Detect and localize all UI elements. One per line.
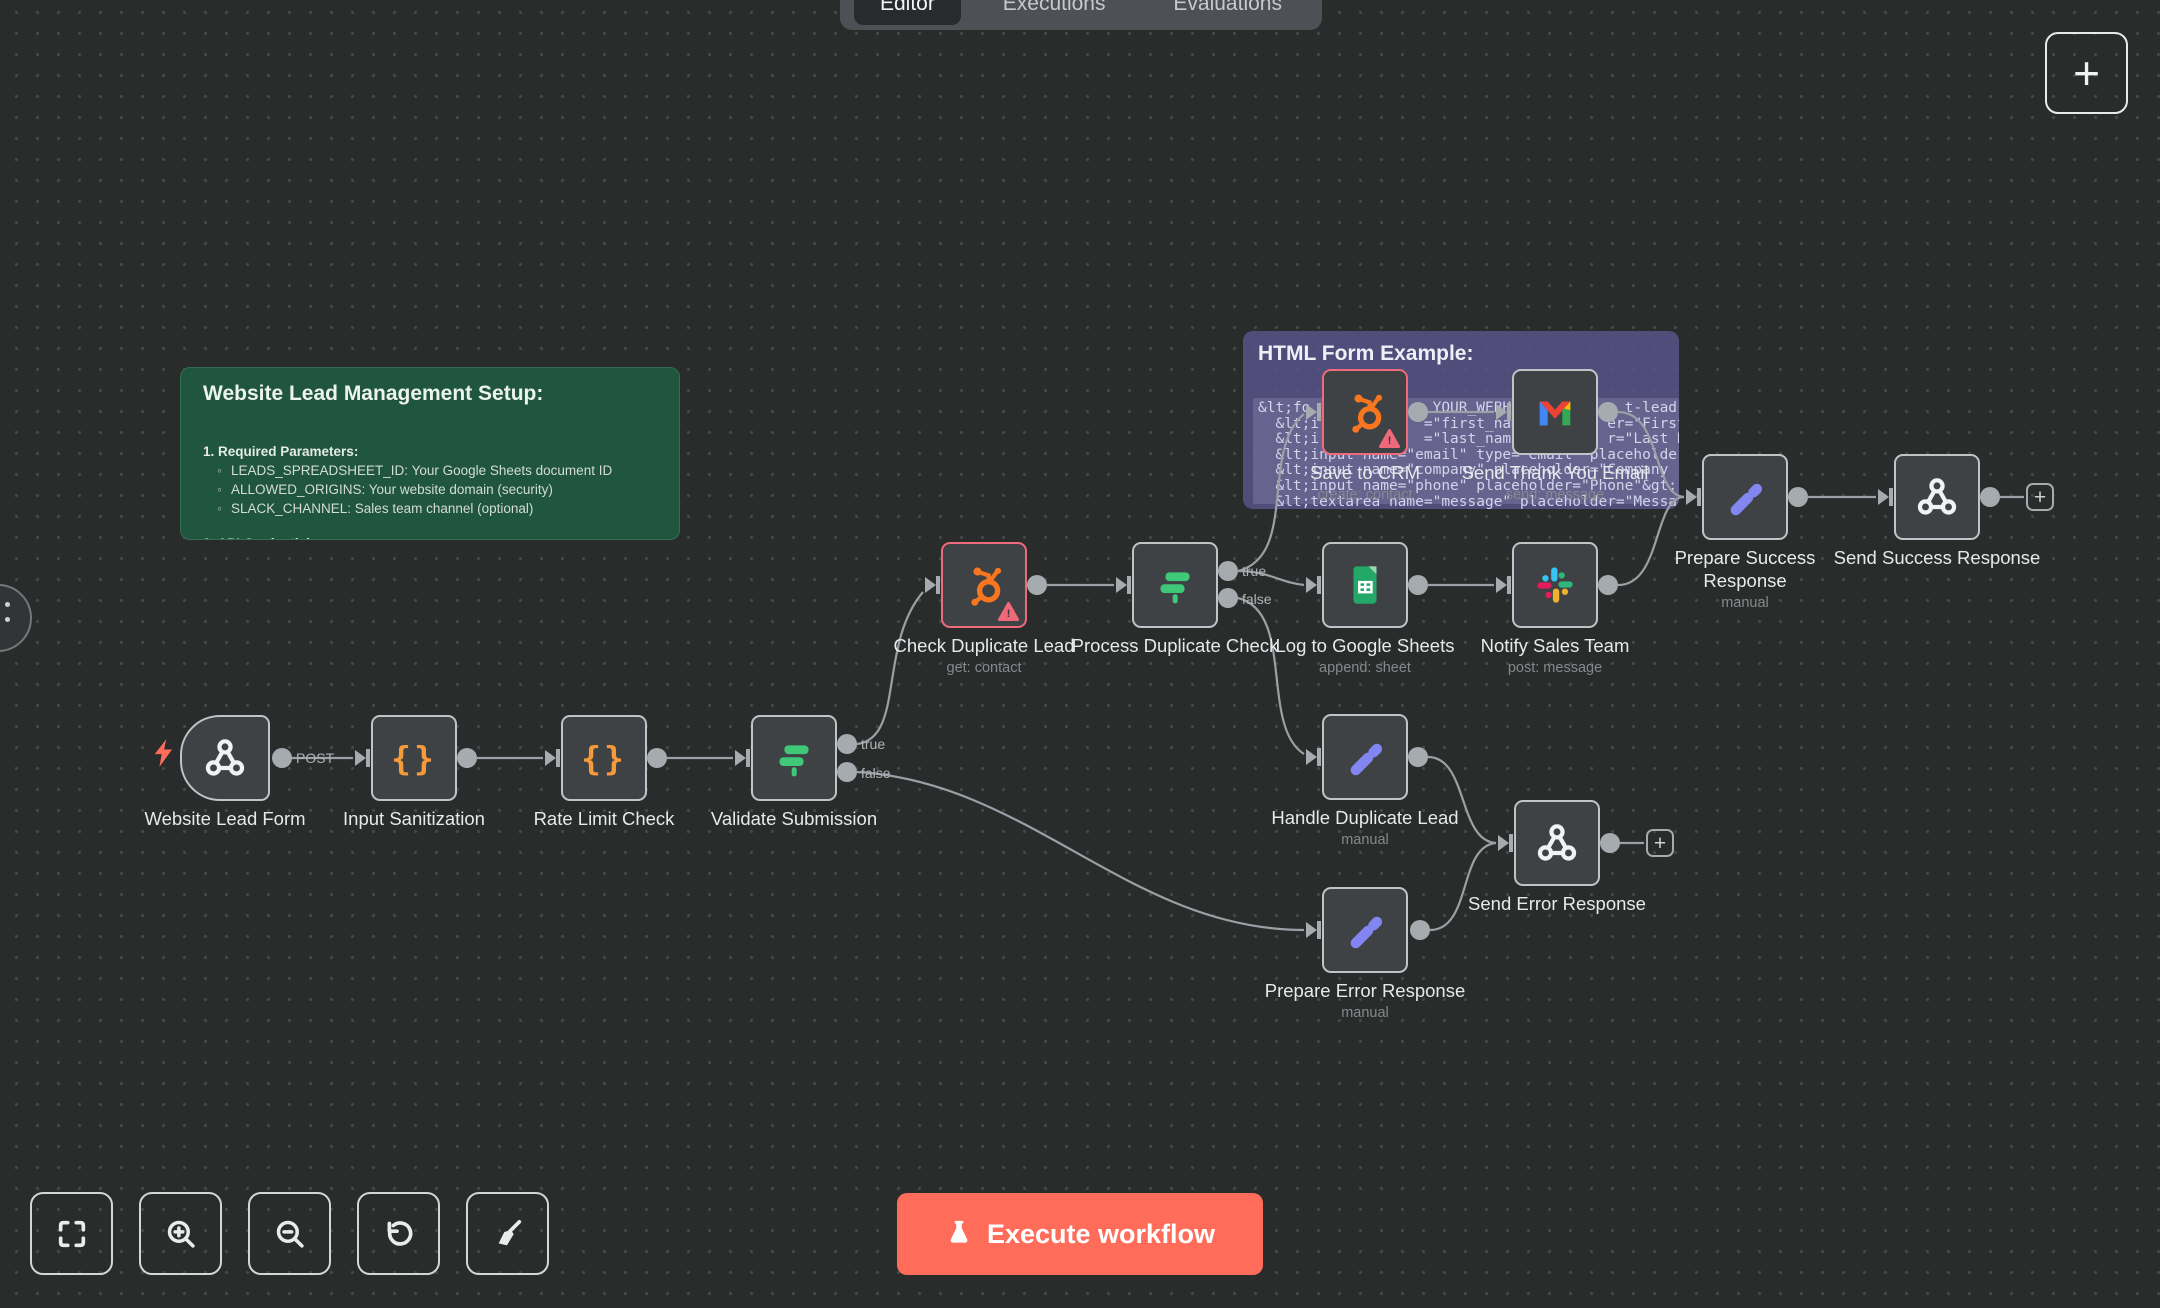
node-send-thank-you-email[interactable] [1512, 369, 1598, 455]
undo-icon [387, 1220, 412, 1246]
hubspot-icon [971, 567, 1002, 606]
canvas-toolbar [30, 1192, 549, 1275]
edge-label-true: true [861, 736, 885, 752]
zoom-in-icon [167, 1220, 195, 1248]
edit-pencil-icon [1350, 743, 1383, 776]
node-prepare-success-response[interactable] [1702, 454, 1788, 540]
fit-view-button[interactable] [30, 1192, 113, 1275]
code-icon: {} [391, 738, 437, 778]
gmail-icon [1539, 401, 1571, 426]
if-signpost-icon [1160, 572, 1190, 604]
edge-label-true: true [1242, 563, 1266, 579]
node-handle-duplicate-lead[interactable] [1322, 714, 1408, 800]
node-rate-limit-check[interactable]: {} [561, 715, 647, 801]
code-icon: {} [581, 738, 627, 778]
trigger-bolt-icon [154, 739, 173, 767]
plus-icon: + [1653, 831, 1667, 855]
slack-icon [1537, 567, 1573, 603]
warning-icon: ! [1379, 428, 1400, 449]
fit-view-icon [58, 1220, 85, 1247]
sticky-list-item: 2. API Credentials: [203, 534, 657, 539]
add-connected-node-button[interactable]: + [1646, 829, 1674, 857]
node-website-lead-form[interactable] [180, 715, 270, 801]
execute-workflow-button[interactable]: Execute workflow [897, 1193, 1263, 1275]
edit-pencil-icon [1730, 483, 1763, 516]
tab-evaluations[interactable]: Evaluations [1173, 0, 1282, 15]
node-log-to-google-sheets[interactable] [1322, 542, 1408, 628]
svg-text:!: ! [1007, 608, 1011, 620]
view-tabbar: Editor Executions Evaluations [840, 0, 1322, 30]
edge-label-false: false [861, 765, 891, 781]
node-save-to-crm[interactable]: ! [1322, 369, 1408, 455]
sticky-list-item: 1. Required Parameters: [203, 444, 359, 459]
tab-editor[interactable]: Editor [854, 0, 961, 25]
zoom-out-button[interactable] [248, 1192, 331, 1275]
execute-workflow-label: Execute workflow [986, 1218, 1216, 1249]
warning-icon: ! [998, 601, 1019, 622]
if-signpost-icon [779, 745, 809, 777]
node-notify-sales-team[interactable] [1512, 542, 1598, 628]
tab-executions[interactable]: Executions [1002, 0, 1106, 15]
node-check-duplicate-lead[interactable]: ! [941, 542, 1027, 628]
hubspot-icon [1352, 394, 1383, 433]
node-send-success-response[interactable] [1894, 454, 1980, 540]
add-node-button[interactable]: + [2045, 32, 2128, 114]
node-prepare-error-response[interactable] [1322, 887, 1408, 973]
webhook-icon [205, 739, 245, 776]
node-validate-submission[interactable] [751, 715, 837, 801]
respond-webhook-icon [1917, 478, 1957, 515]
google-sheets-icon [1353, 566, 1377, 604]
svg-text:!: ! [1388, 435, 1392, 447]
plus-icon: + [2033, 485, 2047, 509]
sticky-bullet: ALLOWED_ORIGINS: Your website domain (se… [215, 480, 657, 499]
tidy-up-button[interactable] [466, 1192, 549, 1275]
undo-button[interactable] [357, 1192, 440, 1275]
add-connected-node-button[interactable]: + [2026, 483, 2054, 511]
sticky-note-title: HTML Form Example: [1258, 342, 1474, 365]
edit-pencil-icon [1350, 916, 1383, 949]
sticky-note-title: Website Lead Management Setup: [203, 382, 544, 405]
zoom-out-icon [276, 1220, 304, 1248]
zoom-in-button[interactable] [139, 1192, 222, 1275]
flask-icon [950, 1220, 968, 1243]
node-send-error-response[interactable] [1514, 800, 1600, 886]
broom-icon [498, 1219, 521, 1245]
respond-webhook-icon [1537, 824, 1577, 861]
sticky-bullet: LEADS_SPREADSHEET_ID: Your Google Sheets… [215, 461, 657, 480]
node-input-sanitization[interactable]: {} [371, 715, 457, 801]
sticky-note-setup[interactable]: Website Lead Management Setup: 1. Requir… [180, 367, 680, 540]
edge-label-false: false [1242, 591, 1272, 607]
node-process-duplicate-check[interactable] [1132, 542, 1218, 628]
sticky-bullet: SLACK_CHANNEL: Sales team channel (optio… [215, 499, 657, 518]
plus-icon: + [2073, 47, 2100, 99]
edge-label-post: POST [296, 750, 335, 766]
